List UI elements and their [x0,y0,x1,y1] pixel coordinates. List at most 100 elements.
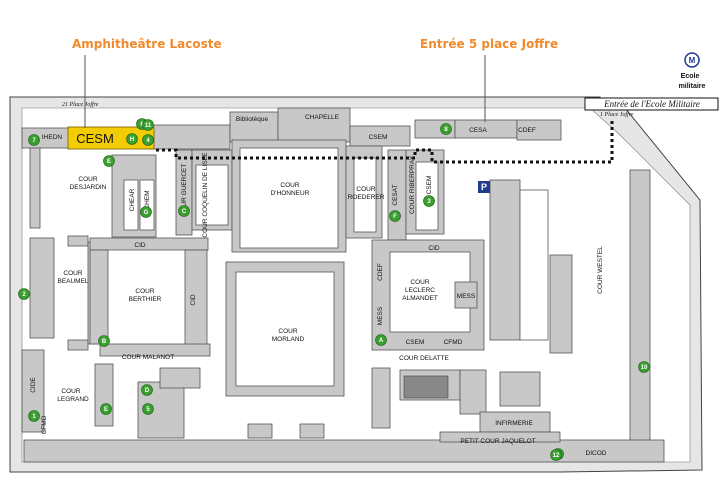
marker-label: 11 [145,123,152,129]
marker-label: H [130,137,134,143]
cour-berthier-l1: COUR [135,288,154,295]
rt-base-label: CID [428,245,440,252]
cesm-label: CESM [76,131,114,146]
marker-D[interactable]: D [141,384,153,396]
entree-title: Entrée 5 place Joffre [420,37,558,51]
marker-3[interactable]: 3 [423,195,435,207]
infirmerie-label: INFIRMERIE [495,420,533,427]
marker-E[interactable]: E [100,403,112,415]
chem-label: CHEM [144,190,151,209]
cour-westel-label: COUR WESTEL [597,246,604,294]
marker-label: 1 [32,414,36,420]
walking-route [156,120,614,164]
marker-G[interactable]: G [140,206,152,218]
csem-bottom-label: CSEM [406,339,425,346]
marker-label: A [379,338,384,344]
cdef-top-label: CDEF [518,127,536,134]
cour-riberpray-label: COUR RIBERPRAY [409,155,416,214]
metro-icon [684,52,700,68]
marker-label: 7 [32,138,36,144]
marker-H[interactable]: H [126,133,138,145]
marker-label: E [104,407,108,413]
cour-legrand-l2: LEGRAND [57,396,89,403]
cour-morland-l2: MORLAND [272,336,305,343]
cour-legrand-l1: COUR [61,388,80,395]
buildings [21,107,665,463]
parking-icon [478,181,490,193]
marker-5[interactable]: 5 [142,403,154,415]
csem-vert-label: CSEM [426,176,433,195]
marker-12[interactable]: 12 [550,449,562,461]
cour-roederer-l1: COUR [356,186,375,193]
cour-leclerc-l3: ALMANDET [402,295,437,302]
marker-2[interactable]: 2 [18,288,30,300]
cour-morland-l1: COUR [278,328,297,335]
place-joffre-small: 1 Place Joffre [600,111,634,118]
marker-label: B [102,339,107,345]
marker-label: 8 [444,127,448,133]
cour-honneur-l2: D'HONNEUR [271,190,310,197]
marker-4[interactable]: 4 [142,134,154,146]
marker-7[interactable]: 7 [28,134,40,146]
mess-label: MESS [457,293,476,300]
amphi-title: Amphitheâtre Lacoste [72,37,222,51]
marker-label: 10 [641,365,648,371]
parking-letter: P [481,182,487,192]
mess-vert-label: MESS [377,306,384,325]
cour-desjardin-l1: COUR [78,176,97,183]
petit-cour-label: PETIT COUR JAQUELOT [460,438,535,445]
place-21-joffre: 21 Place Joffre [62,101,99,108]
bibliotheque-label: Bibliotèque [236,116,269,123]
marker-C[interactable]: C [178,205,190,217]
marker-label: F [393,214,397,220]
marker-label: 5 [146,407,150,413]
marker-label: D [145,388,150,394]
cesa-label: CESA [469,127,487,134]
court-labels: COUR D'HONNEUR COUR MORLAND COUR DESJARD… [57,176,437,403]
marker-11[interactable]: 11 [142,119,154,131]
metro-militaire: militaire [679,83,706,90]
cfmd-left-label: CFMD [41,415,48,434]
cour-beaumel-l2: BEAUMEL [57,278,88,285]
marker-B[interactable]: B [98,335,110,347]
cour-leclerc-l1: COUR [410,279,429,286]
cour-delatte-garden [403,375,449,399]
marker-E[interactable]: E [103,155,115,167]
marker-label: 2 [22,292,26,298]
cour-leclerc-l2: LECLERC [405,287,435,294]
entree-ecole-text: Entrée de l'Ecole Militaire [603,99,700,109]
cesat-label: CESAT [392,184,399,205]
marker-label: C [182,209,187,215]
cour-coquelin-label: COUR COQUELIN DE LISLE [202,152,209,238]
marker-label: 4 [146,138,150,144]
marker-label: 3 [427,199,431,205]
vertical-labels: CHEAR CHEM COUR GUERCET COUR COQUELIN DE… [30,152,604,435]
ihedn-label: IHEDN [42,134,63,141]
map-markers: BHEACDEFG123456789101112 [18,118,650,461]
cid-vert-label: CID [190,294,197,306]
cour-delatte-label: COUR DELATTE [399,355,449,362]
marker-label: E [107,159,111,165]
marker-A[interactable]: A [375,334,387,346]
cour-malanot-label: COUR MALANOT [122,354,174,361]
marker-10[interactable]: 10 [638,361,650,373]
cour-desjardin-l2: DESJARDIN [70,184,107,191]
marker-F[interactable]: F [389,210,401,222]
cour-guercet-label: COUR GUERCET [181,164,188,217]
cour-honneur-l1: COUR [280,182,299,189]
building-labels: IHEDN Bibliotèque CHAPELLE CSEM CESA CDE… [42,114,607,457]
marker-8[interactable]: 8 [440,123,452,135]
cid-top-label: CID [134,242,146,249]
metro-ecole: Ecole [681,73,700,80]
chear-label: CHEAR [129,188,136,211]
cide-label: CIDE [30,377,37,393]
cour-beaumel-l1: COUR [63,270,82,277]
marker-1[interactable]: 1 [28,410,40,422]
csem-top-label: CSEM [369,134,388,141]
marker-label: 12 [553,453,560,459]
dicod-label: DICOD [586,450,607,457]
chapelle-label: CHAPELLE [305,114,340,121]
metro-letter: M [689,56,696,65]
cdef-vert-label: CDEF [377,263,384,281]
